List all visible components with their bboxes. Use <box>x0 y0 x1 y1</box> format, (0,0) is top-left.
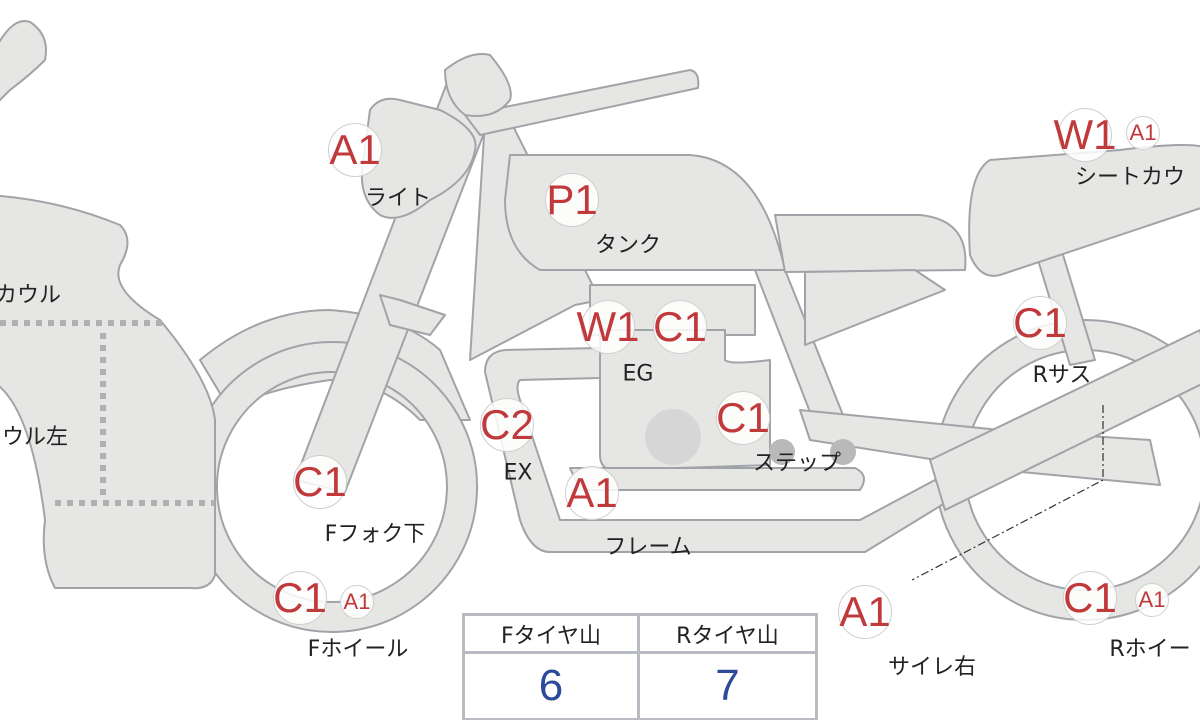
label-tank: タンク <box>594 233 662 258</box>
label-front-fork-lower: Fフォク下 <box>324 522 426 547</box>
mirror-part <box>0 20 47 102</box>
headlight <box>360 97 477 219</box>
headlight-mount <box>444 53 512 117</box>
label-silencer-right: サイレ右 <box>887 655 977 680</box>
seat-cowl <box>968 144 1200 277</box>
rear-tire-value[interactable]: 7 <box>715 661 740 710</box>
tire-tread-table: Fタイヤ山 Rタイヤ山 6 7 <box>462 613 818 720</box>
front-tire-value[interactable]: 6 <box>465 654 640 718</box>
marker-rear-suspension-c1[interactable]: C1 <box>1013 296 1067 350</box>
muffler <box>929 329 1200 511</box>
marker-silencer-a1[interactable]: A1 <box>838 585 892 639</box>
label-step: ステップ <box>752 451 842 476</box>
frame-lower <box>569 467 865 491</box>
fork-upper <box>379 294 446 336</box>
engine-cover <box>645 409 701 465</box>
step-peg-left <box>769 439 795 465</box>
side-cover <box>804 269 946 346</box>
label-exhaust: EX <box>503 460 533 486</box>
seat <box>774 214 967 273</box>
label-rear-suspension: Rサス <box>1032 363 1092 388</box>
marker-rear-wheel-a1[interactable]: A1 <box>1135 583 1169 617</box>
marker-light-a1[interactable]: A1 <box>328 123 382 177</box>
marker-seat-cowl-w1[interactable]: W1 <box>1054 108 1117 162</box>
marker-step-c1[interactable]: C1 <box>716 391 770 445</box>
rear-tire-header: Rタイヤ山 <box>640 616 815 654</box>
front-tire-header: Fタイヤ山 <box>465 616 640 654</box>
marker-engine-w1[interactable]: W1 <box>577 300 640 354</box>
marker-frame-a1[interactable]: A1 <box>565 466 619 520</box>
marker-front-wheel-a1[interactable]: A1 <box>340 585 374 619</box>
marker-fork-c1[interactable]: C1 <box>293 455 347 509</box>
label-frame: フレーム <box>604 535 692 560</box>
cowl-part <box>0 194 216 590</box>
marker-rear-wheel-c1[interactable]: C1 <box>1063 571 1117 625</box>
marker-engine-c1[interactable]: C1 <box>653 300 707 354</box>
marker-seat-cowl-a1[interactable]: A1 <box>1126 116 1160 150</box>
label-light: ライト <box>364 186 432 211</box>
cowl-dotted-lines <box>0 320 215 506</box>
silencer-leader-line <box>911 405 1104 581</box>
marker-front-wheel-c1[interactable]: C1 <box>273 571 327 625</box>
marker-tank-p1[interactable]: P1 <box>545 173 599 227</box>
marker-exhaust-c2[interactable]: C2 <box>480 398 534 452</box>
handlebar <box>464 69 700 136</box>
label-cowl-left: ウル左 <box>1 425 69 450</box>
label-rear-wheel: Rホイー <box>1109 637 1191 662</box>
exhaust-pipe <box>484 347 951 553</box>
step-peg-right <box>830 439 856 465</box>
label-front-wheel: Fホイール <box>307 637 409 662</box>
label-cowl: カウル <box>0 283 62 308</box>
label-seat-cowl: シートカウ <box>1074 165 1186 190</box>
label-engine: EG <box>622 361 654 387</box>
